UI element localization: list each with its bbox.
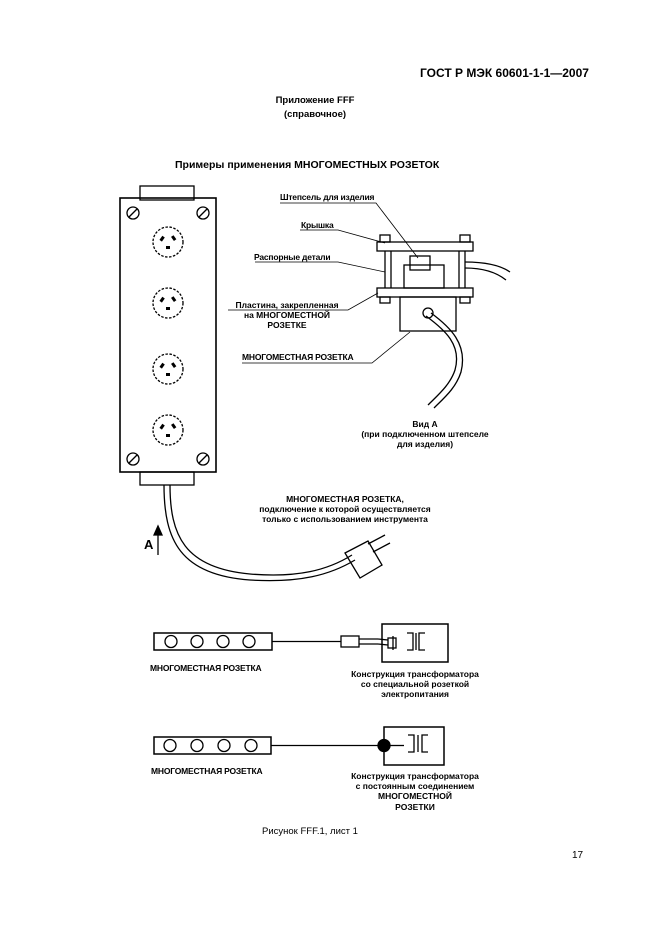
detail-view-a: [376, 234, 511, 409]
plate-label: Пластина, закрепленная на МНОГОМЕСТНОЙ Р…: [226, 300, 348, 331]
figure-caption: Рисунок FFF.1, лист 1: [262, 826, 358, 837]
tool-note: МНОГОМЕСТНАЯ РОЗЕТКА, подключение к кото…: [240, 494, 450, 525]
annex-title: Приложение FFF: [275, 95, 355, 106]
tool-note-line1: МНОГОМЕСТНАЯ РОЗЕТКА,: [286, 494, 404, 504]
example2-mso-label: МНОГОМЕСТНАЯ РОЗЕТКА: [151, 766, 263, 776]
plug-drawing: [344, 534, 391, 579]
page-number: 17: [572, 850, 584, 861]
mso-detail-label: МНОГОМЕСТНАЯ РОЗЕТКА: [242, 352, 354, 362]
view-a-caption: Вид А (при подключенном штепселе для изд…: [355, 419, 495, 450]
plate-label-line2: на МНОГОМЕСТНОЙ: [243, 310, 331, 321]
leader-lines: [228, 202, 419, 364]
plate-label-line3: РОЗЕТКЕ: [267, 320, 307, 331]
plate-label-line1: Пластина, закрепленная: [235, 300, 339, 310]
arrow-a: [152, 524, 164, 555]
plug-label: Штепсель для изделия: [280, 192, 375, 202]
example2-transformer-line3: МНОГОМЕСТНОЙ: [378, 791, 452, 802]
tool-note-line3: только с использованием инструмента: [262, 514, 428, 525]
example1-transformer-line2: со специальной розеткой: [360, 679, 470, 690]
example2-transformer-line4: РОЗЕТКИ: [395, 801, 435, 812]
example1-drawing: [153, 623, 449, 663]
section-title: Примеры применения МНОГОМЕСТНЫХ РОЗЕТОК: [175, 159, 440, 171]
example1-transformer-label: Конструкция трансформатора со специально…: [340, 669, 490, 700]
socket-outlets: [152, 226, 184, 446]
standard-header: ГОСТ Р МЭК 60601-1-1—2007: [420, 66, 589, 80]
example1-transformer-line3: электропитания: [381, 689, 449, 700]
cover-label: Крышка: [301, 220, 334, 230]
socket-pins: [159, 235, 177, 437]
arrow-a-label: A: [144, 537, 154, 552]
view-a-line1: Вид А: [412, 419, 438, 429]
example2-transformer-line1: Конструкция трансформатора: [351, 771, 479, 781]
cable-outer: [163, 484, 356, 582]
view-a-line2: (при подключенном штепселе: [361, 429, 489, 440]
example2-transformer-label: Конструкция трансформатора с постоянным …: [340, 771, 490, 812]
example1-transformer-line1: Конструкция трансформатора: [351, 669, 479, 679]
cable-inner: [169, 484, 353, 576]
example1-mso-label: МНОГОМЕСТНАЯ РОЗЕТКА: [150, 663, 262, 673]
mso-vertical-body: [119, 185, 217, 486]
corner-screws: [126, 206, 210, 466]
spacers-label: Распорные детали: [254, 252, 331, 262]
annex-subtitle: (справочное): [283, 109, 347, 120]
example2-transformer-line2: с постоянным соединением: [355, 781, 475, 792]
view-a-line3: для изделия): [396, 439, 454, 450]
tool-note-line2: подключение к которой осуществляется: [259, 504, 431, 515]
example2-drawing: [153, 726, 445, 766]
